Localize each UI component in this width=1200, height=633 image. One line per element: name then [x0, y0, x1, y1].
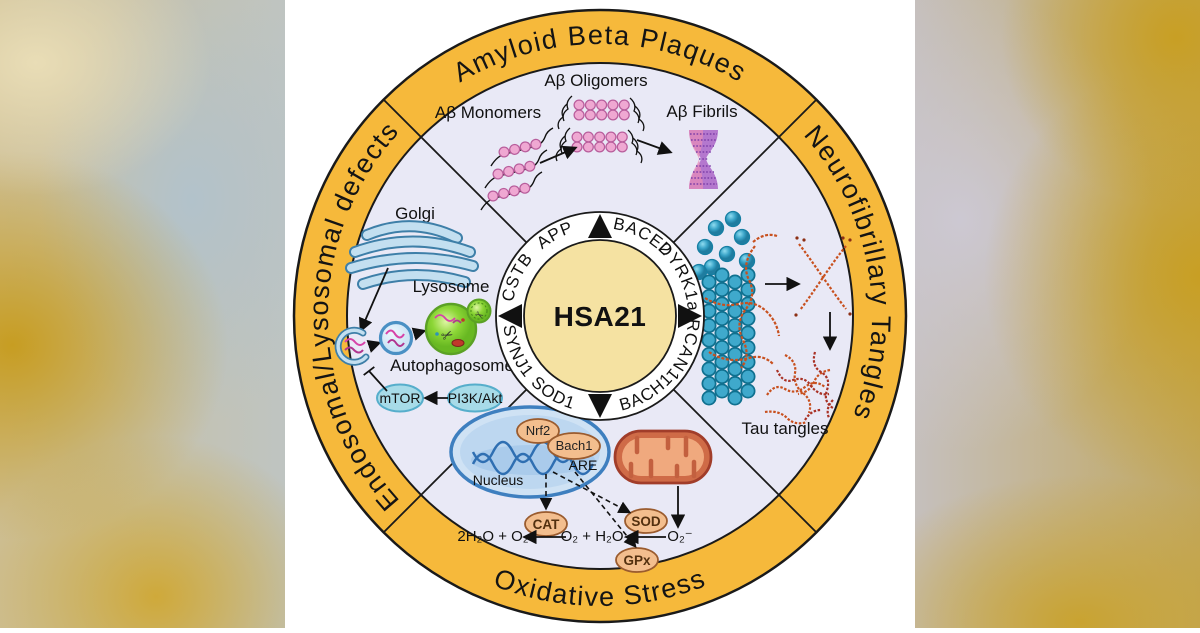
superoxide-text: O₂⁻ [667, 528, 692, 545]
monomer-to-oligomer-arrow [539, 145, 578, 164]
are-label: ARE [569, 457, 598, 473]
nucleus-to-gpx-dashed-arrow [574, 471, 637, 548]
dissociated-tau [794, 236, 852, 317]
hsa21-center: HSA21 CSTB APP BACE2 DYRK1a RCAN1 BACH1 … [495, 211, 705, 421]
oligomer-to-fibril-arrow [636, 139, 673, 155]
south-arrow-icon [588, 394, 612, 418]
cat-label: CAT [533, 517, 560, 532]
mitochondria-graphic [613, 429, 713, 485]
hsa21-label: HSA21 [554, 301, 647, 332]
phagophore-to-autophagosome-arrow [366, 339, 382, 353]
ab-monomers-graphic [480, 127, 554, 211]
north-arrow-icon [588, 214, 612, 238]
reaction-product-text: 2H₂O + O₂ [457, 528, 528, 545]
sod-node: SOD [624, 508, 668, 534]
pi3k-akt-node: PI3K/Akt [447, 383, 503, 413]
lysosome-label: Lysosome [413, 277, 490, 296]
nrf2-label: Nrf2 [526, 423, 551, 438]
ab-oligomers-label: Aβ Oligomers [544, 71, 647, 90]
ab-fibrils-graphic [689, 130, 718, 189]
nucleus-graphic: Nrf2 Bach1 ARE [449, 405, 611, 499]
golgi-graphic [345, 220, 479, 290]
sod-label: SOD [631, 514, 661, 529]
west-arrow-icon [498, 304, 522, 328]
tau-filaments [704, 233, 781, 369]
tau-tangles-label: Tau tangles [742, 419, 829, 438]
golgi-to-phagophore-arrow [358, 267, 389, 333]
mtor-label: mTOR [380, 390, 421, 406]
endosomal-quadrant: Golgi ✂ [334, 204, 514, 413]
microtubule-graphic [701, 267, 756, 406]
lysosome-graphic: ✂ [466, 298, 492, 324]
direction-arrows [498, 214, 702, 418]
east-arrow-icon [678, 304, 702, 328]
golgi-label: Golgi [395, 204, 435, 223]
gpx-label: GPx [623, 553, 651, 568]
tau-tangles-graphic [764, 351, 834, 425]
mtor-node: mTOR [376, 383, 424, 413]
tau-quadrant: Tau tangles [690, 210, 852, 438]
ab-monomers-label: Aβ Monomers [435, 103, 541, 122]
autolysosome-graphic: ✂ [424, 302, 478, 356]
tubulin-spheres [690, 210, 756, 281]
bach1-label: Bach1 [556, 438, 593, 453]
nrf2-node: Nrf2 [516, 418, 560, 444]
phagophore-graphic [334, 326, 370, 366]
bach1-node: Bach1 [547, 432, 601, 460]
mtor-inhibition-line [363, 366, 388, 392]
autophagosome-label: Autophagosome [390, 356, 514, 375]
center-disc [523, 239, 677, 393]
ab-fibrils-label: Aβ Fibrils [666, 102, 737, 121]
figure-panel: Amyloid Beta Plaques Neurofibrillary Tan… [285, 0, 915, 628]
gpx-node: GPx [615, 547, 659, 573]
nucleus-label: Nucleus [473, 472, 524, 488]
pi3k-akt-label: PI3K/Akt [448, 390, 503, 406]
hsa21-diagram: Amyloid Beta Plaques Neurofibrillary Tan… [292, 8, 908, 624]
ab-oligomers-graphic [555, 95, 645, 164]
autophagosome-to-lysosome-arrow [411, 327, 427, 341]
reaction-intermediate-text: O₂ + H₂O₂ [561, 528, 630, 545]
amyloid-quadrant: Aβ Monomers Aβ Oligomers Aβ Fibrils [435, 71, 738, 211]
autophagosome-graphic [378, 320, 414, 356]
oxidative-quadrant: Nrf2 Bach1 ARE Nucleus CAT [449, 405, 713, 573]
